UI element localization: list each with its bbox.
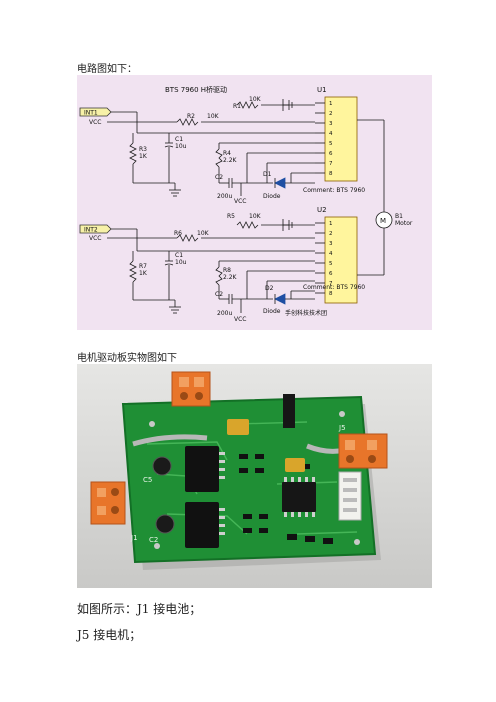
u2-pin-1: 1 bbox=[329, 221, 333, 227]
svg-text:200u: 200u bbox=[217, 193, 232, 200]
vcc-label-3: VCC bbox=[89, 235, 101, 242]
u1-pin-7: 7 bbox=[329, 161, 333, 167]
u2-pin-5: 5 bbox=[329, 261, 333, 267]
r2-resistor bbox=[176, 118, 199, 126]
r7-resistor bbox=[129, 260, 137, 283]
svg-text:10K: 10K bbox=[197, 230, 210, 237]
svg-text:INT1: INT1 bbox=[84, 110, 98, 117]
u1-comment: Comment: BTS 7960 bbox=[303, 187, 365, 194]
u2-pin-6: 6 bbox=[329, 271, 333, 277]
u2-pin-7: 7 bbox=[329, 281, 333, 287]
u1-pin-3: 3 bbox=[329, 121, 333, 127]
tantalum-cap-1 bbox=[227, 419, 249, 435]
vcc-label-4: VCC bbox=[234, 316, 246, 323]
svg-text:R1: R1 bbox=[233, 103, 241, 110]
svg-text:200u: 200u bbox=[217, 310, 232, 317]
svg-text:10K: 10K bbox=[249, 213, 262, 220]
silk-j5: J5 bbox=[338, 424, 346, 432]
schematic-watermark: 手创科技技术团 bbox=[285, 309, 327, 317]
svg-text:C1: C1 bbox=[175, 252, 183, 259]
u2-pin-4: 4 bbox=[329, 251, 333, 257]
u1-chip bbox=[324, 96, 358, 182]
r3-resistor bbox=[129, 142, 137, 165]
u2-pin-stubs bbox=[315, 222, 325, 294]
u1-pin-2: 2 bbox=[329, 111, 333, 117]
svg-text:C2: C2 bbox=[215, 291, 223, 298]
vcc-label-1: VCC bbox=[89, 119, 101, 126]
u1-pin-1: 1 bbox=[329, 101, 333, 107]
motor-ref: B1 bbox=[395, 213, 403, 220]
svg-text:10u: 10u bbox=[175, 259, 187, 266]
capacitor-c2 bbox=[155, 514, 175, 534]
svg-text:10K: 10K bbox=[207, 113, 220, 120]
svg-text:10u: 10u bbox=[175, 143, 187, 150]
capacitor-c5 bbox=[152, 456, 172, 476]
u2-pin-3: 3 bbox=[329, 241, 333, 247]
svg-text:M: M bbox=[380, 217, 386, 225]
svg-text:C2: C2 bbox=[215, 174, 223, 181]
u2-pin-8: 8 bbox=[329, 291, 333, 297]
photo-caption: 电机驱动板实物图如下 bbox=[77, 353, 177, 364]
int1-net-label bbox=[79, 107, 112, 117]
bts7960-u2 bbox=[185, 502, 219, 548]
u2-ref: U2 bbox=[317, 206, 327, 214]
terminal-j-top bbox=[171, 371, 211, 407]
d1-diode bbox=[274, 177, 286, 189]
svg-text:R6: R6 bbox=[174, 230, 182, 237]
silk-c2: C2 bbox=[149, 536, 158, 544]
svg-text:2.2K: 2.2K bbox=[223, 157, 238, 164]
tantalum-cap-2 bbox=[285, 458, 305, 472]
paragraph-1: 如图所示：J1 接电池； bbox=[77, 602, 202, 616]
u2-comment: Comment: BTS 7960 bbox=[303, 284, 365, 291]
mosfet bbox=[283, 394, 295, 428]
u1-pin-stubs bbox=[315, 102, 325, 174]
svg-text:2.2K: 2.2K bbox=[223, 274, 238, 281]
schematic-caption: 电路图如下： bbox=[77, 64, 137, 75]
vcc-label-2: VCC bbox=[234, 198, 246, 205]
int2-net-label bbox=[79, 224, 112, 234]
svg-text:Diode: Diode bbox=[263, 308, 281, 315]
r8-resistor bbox=[215, 266, 223, 286]
driver-board-photo: J1 J5 C5 C2 bbox=[77, 364, 432, 588]
u1-pin-6: 6 bbox=[329, 151, 333, 157]
u2-pin-2: 2 bbox=[329, 231, 333, 237]
svg-text:1K: 1K bbox=[139, 270, 148, 277]
r4-resistor bbox=[215, 148, 223, 168]
circuit-schematic: BTS 7960 H桥驱动 U1 INT1 VCC R1 10K R2 10K … bbox=[77, 75, 432, 330]
terminal-j1 bbox=[90, 481, 126, 525]
d2-diode bbox=[274, 293, 286, 305]
svg-text:D1: D1 bbox=[263, 171, 272, 178]
svg-text:R7: R7 bbox=[139, 263, 147, 270]
u1-pin-8: 8 bbox=[329, 171, 333, 177]
bts7960-u1 bbox=[185, 446, 219, 492]
r6-resistor bbox=[176, 234, 199, 242]
svg-text:1K: 1K bbox=[139, 153, 148, 160]
svg-text:C1: C1 bbox=[175, 136, 183, 143]
svg-text:10K: 10K bbox=[249, 96, 262, 103]
svg-text:D2: D2 bbox=[265, 285, 274, 292]
silk-c5: C5 bbox=[143, 476, 152, 484]
u1-ref: U1 bbox=[317, 86, 327, 94]
u2-chip bbox=[324, 216, 358, 304]
motor-label: Motor bbox=[395, 220, 413, 227]
u1-pin-5: 5 bbox=[329, 141, 333, 147]
svg-text:INT2: INT2 bbox=[84, 227, 98, 234]
terminal-j5 bbox=[338, 433, 388, 469]
svg-text:R5: R5 bbox=[227, 213, 235, 220]
u1-pin-4: 4 bbox=[329, 131, 333, 137]
logic-chip bbox=[282, 482, 316, 512]
svg-text:Diode: Diode bbox=[263, 193, 281, 200]
schematic-title: BTS 7960 H桥驱动 bbox=[165, 85, 227, 94]
svg-text:R2: R2 bbox=[187, 113, 195, 120]
svg-text:R4: R4 bbox=[223, 150, 231, 157]
r5-resistor bbox=[236, 221, 259, 229]
r1-resistor bbox=[236, 101, 259, 109]
svg-text:R3: R3 bbox=[139, 146, 147, 153]
svg-text:R8: R8 bbox=[223, 267, 231, 274]
paragraph-2: J5 接电机； bbox=[77, 628, 142, 642]
silk-j1: J1 bbox=[130, 534, 138, 542]
